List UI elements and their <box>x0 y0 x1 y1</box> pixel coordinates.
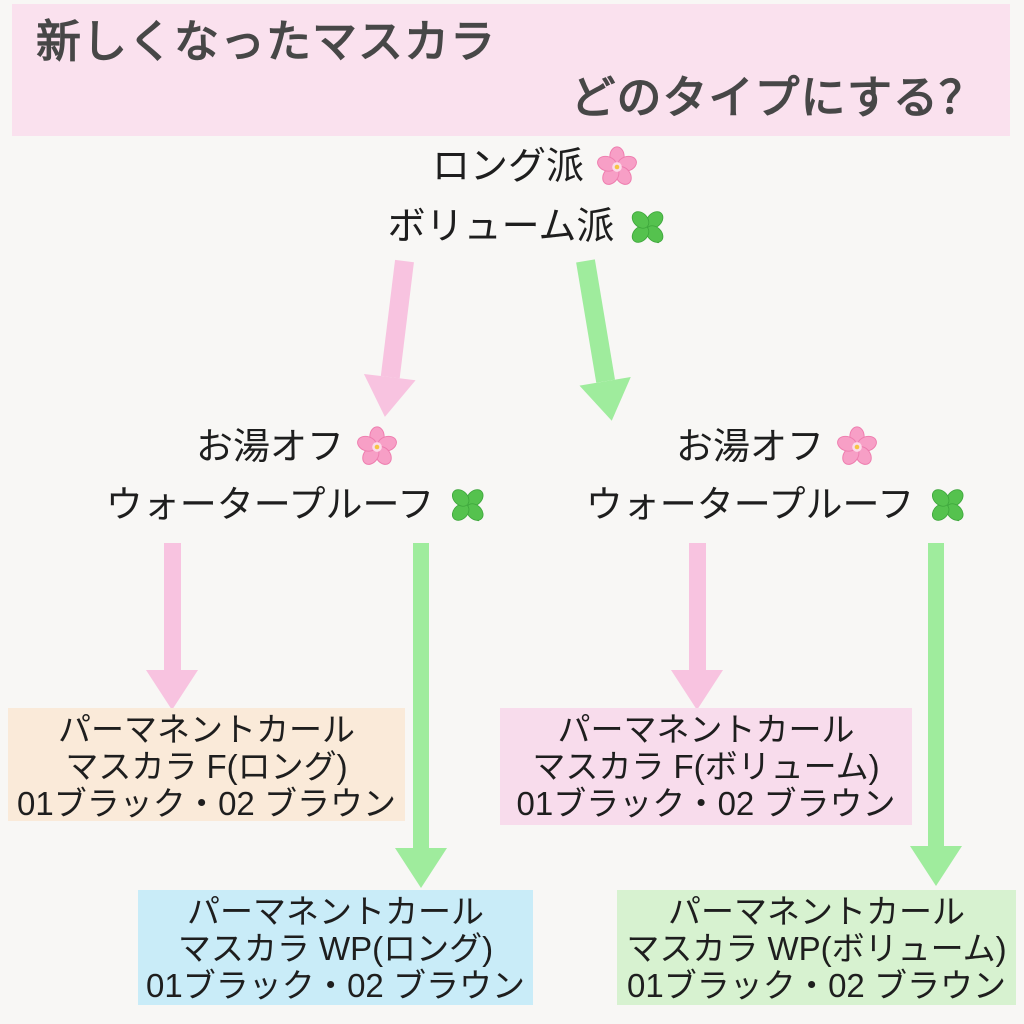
right-branch-waterproof-label: ウォータープルーフ <box>585 484 915 525</box>
product-name-line: マスカラ F(ロング) <box>65 748 348 785</box>
product-name-line: マスカラ F(ボリューム) <box>532 748 880 785</box>
green-arrow-wp-volume-icon <box>910 543 962 886</box>
four-leaf-clover-icon <box>926 484 968 526</box>
four-leaf-clover-icon <box>446 484 488 526</box>
arrow-shaft <box>413 543 429 848</box>
page-title-line1: 新しくなったマスカラ <box>36 16 497 67</box>
root-option-long-label: ロング派 <box>431 146 585 188</box>
left-branch-option-waterproof: ウォータープルーフ <box>106 482 489 528</box>
pink-arrow-long-branch-icon <box>359 258 430 420</box>
arrow-head <box>359 373 416 420</box>
product-box-wp-long: パーマネントカール マスカラ WP(ロング) 01ブラック・02 ブラウン <box>138 890 533 1005</box>
pink-arrow-f-long-icon <box>146 543 198 710</box>
product-name-line: パーマネントカール <box>668 893 965 930</box>
product-shades-line: 01ブラック・02 ブラウン <box>627 967 1006 1004</box>
right-branch-option-waterproof: ウォータープルーフ <box>586 482 969 528</box>
product-name-line: パーマネントカール <box>58 711 355 748</box>
left-branch-hot-water-off-label: お湯オフ <box>196 426 344 467</box>
cherry-blossom-icon <box>356 426 398 468</box>
arrow-head <box>910 846 962 886</box>
product-name-line: パーマネントカール <box>557 711 855 748</box>
product-shades-line: 01ブラック・02 ブラウン <box>17 785 396 822</box>
arrow-shaft <box>380 259 414 379</box>
arrow-head <box>395 848 447 888</box>
arrow-shaft <box>163 543 181 670</box>
green-arrow-wp-long-icon <box>395 543 447 888</box>
arrow-shaft <box>575 259 615 383</box>
product-box-f-volume: パーマネントカール マスカラ F(ボリューム) 01ブラック・02 ブラウン <box>500 708 912 825</box>
left-branch-option-hot-water-off: お湯オフ <box>196 424 398 470</box>
product-name-line: パーマネントカール <box>187 893 484 930</box>
root-option-volume: ボリューム派 <box>388 204 669 250</box>
arrow-head <box>579 377 638 426</box>
left-branch-waterproof-label: ウォータープルーフ <box>105 484 435 525</box>
cherry-blossom-icon <box>836 426 878 468</box>
arrow-head <box>671 670 723 710</box>
right-branch-hot-water-off-label: お湯オフ <box>676 426 824 467</box>
cherry-blossom-icon <box>596 146 638 188</box>
arrow-head <box>146 670 198 710</box>
right-branch-option-hot-water-off: お湯オフ <box>676 424 878 470</box>
page-title-line2: どのタイプにする？ <box>570 72 985 123</box>
product-shades-line: 01ブラック・02 ブラウン <box>516 785 896 822</box>
arrow-shaft <box>688 543 706 670</box>
product-name-line: マスカラ WP(ロング) <box>177 930 494 967</box>
product-box-wp-volume: パーマネントカール マスカラ WP(ボリューム) 01ブラック・02 ブラウン <box>617 890 1016 1005</box>
product-name-line: マスカラ WP(ボリューム) <box>626 930 1007 967</box>
arrow-shaft <box>928 543 944 846</box>
green-arrow-volume-branch-icon <box>559 257 638 426</box>
four-leaf-clover-icon <box>626 206 668 248</box>
pink-arrow-f-volume-icon <box>671 543 723 710</box>
root-option-volume-label: ボリューム派 <box>387 206 615 248</box>
product-box-f-long: パーマネントカール マスカラ F(ロング) 01ブラック・02 ブラウン <box>8 708 405 822</box>
product-shades-line: 01ブラック・02 ブラウン <box>146 967 525 1004</box>
root-option-long: ロング派 <box>432 144 638 190</box>
header-banner: 新しくなったマスカラ どのタイプにする？ <box>12 4 1010 136</box>
